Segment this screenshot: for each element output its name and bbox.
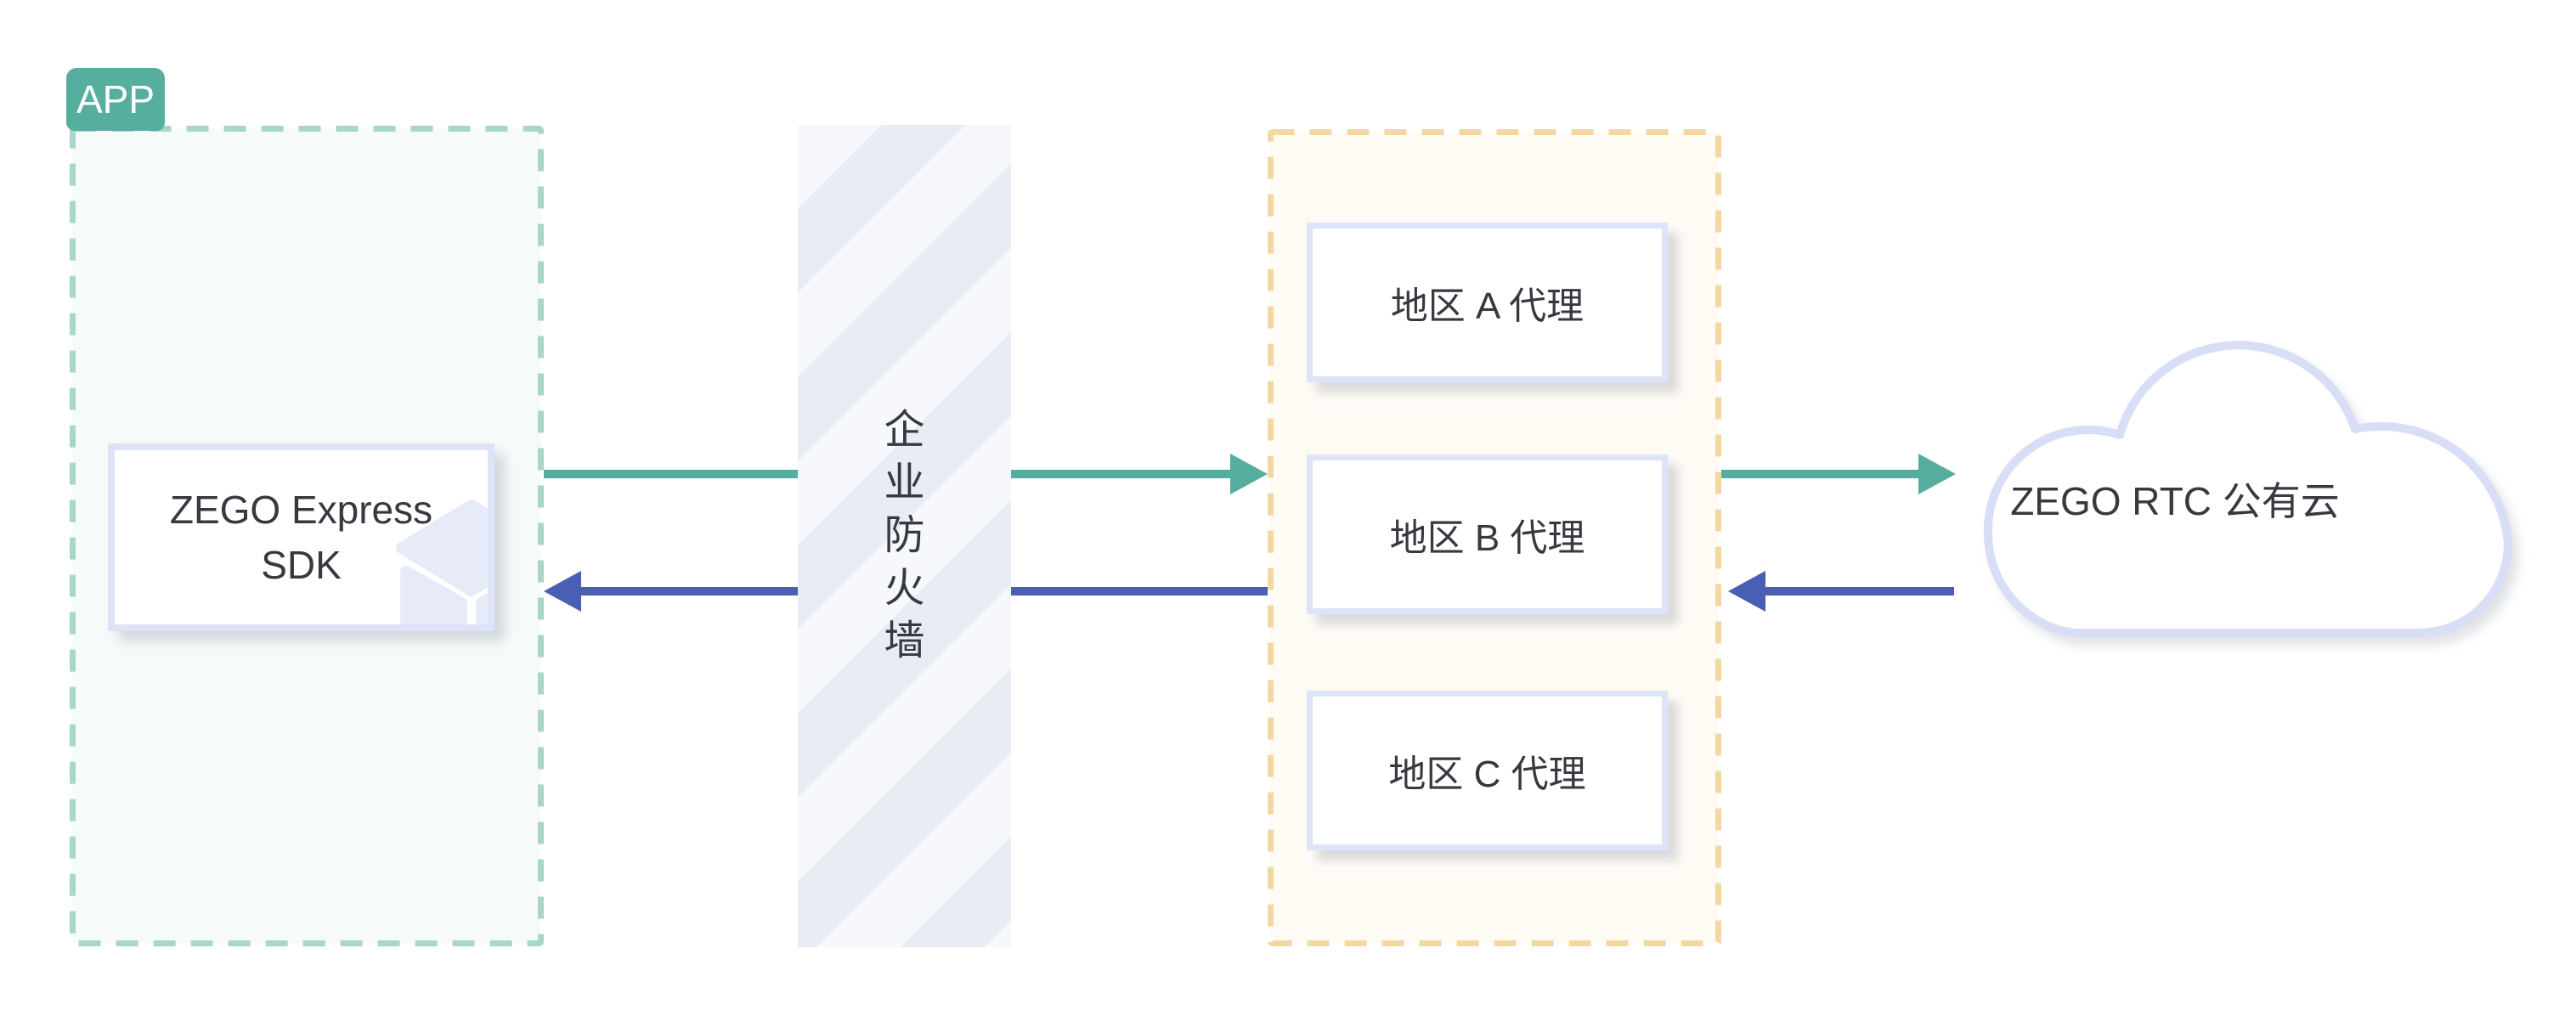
uplink-arrow-right-icon [1721, 454, 1956, 494]
proxy-box-label: 地区 C 代理 [1388, 754, 1586, 795]
sdk-cube-icon [396, 500, 488, 624]
proxy-box-label: 地区 B 代理 [1389, 517, 1585, 559]
app-badge-label: APP [76, 77, 155, 121]
proxy-box-region-a: 地区 A 代理 [1307, 223, 1668, 382]
proxy-box-region-c: 地区 C 代理 [1307, 691, 1668, 850]
firewall-label: 企 业 防 火 墙 [884, 408, 925, 663]
cloud-label: ZEGO RTC 公有云 [2010, 479, 2340, 523]
enterprise-firewall-bar: 企 业 防 火 墙 [798, 125, 1011, 947]
sdk-box: ZEGO Express SDK [108, 443, 494, 631]
downlink-arrow-right-icon [1728, 571, 1954, 612]
proxy-box-region-b: 地区 B 代理 [1307, 454, 1668, 614]
app-badge: APP [66, 68, 165, 131]
cloud-shape [1983, 341, 2512, 638]
cloud-outline-icon [1983, 341, 2512, 638]
sdk-box-label: ZEGO Express SDK [169, 488, 433, 587]
proxy-box-label: 地区 A 代理 [1390, 285, 1585, 327]
